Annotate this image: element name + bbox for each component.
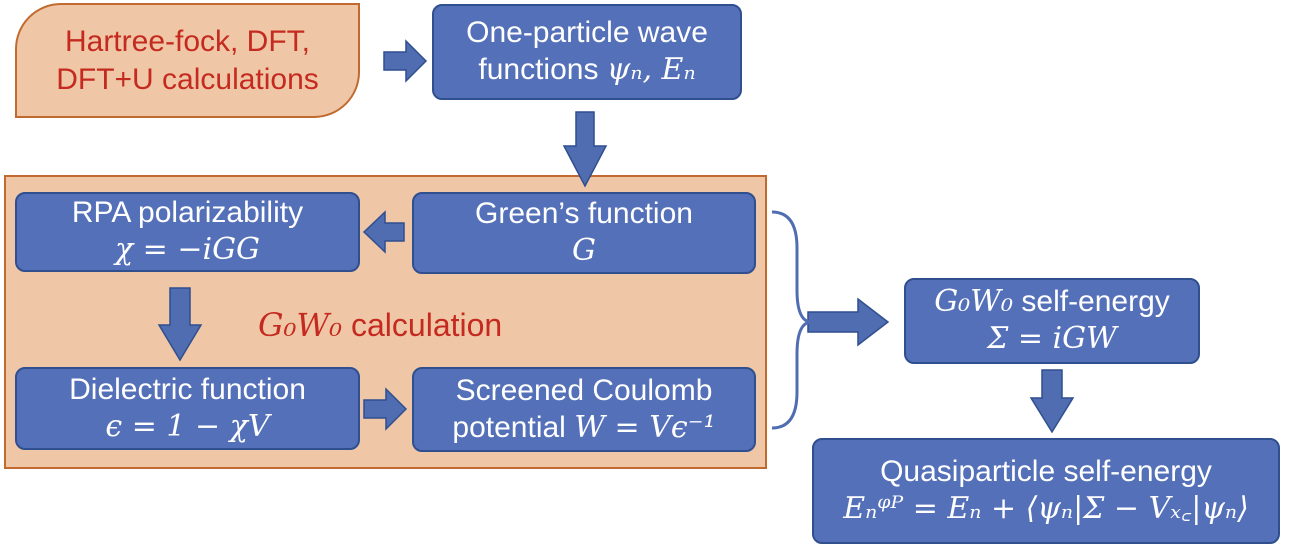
input-line-2: DFT+U calculations [56,62,319,96]
dielectric-math: ϵ = 1 − χV [105,408,270,444]
g0w0-label-text: calculation [342,307,503,343]
self-energy-math: Σ = iGW [987,321,1117,356]
one-particle-line-2: functions ψₙ, Eₙ [478,52,695,89]
quasiparticle-box: Quasiparticle self-energy Eₙᵠᴾ = Eₙ + ⟨ψ… [812,438,1280,544]
arrow-brace-to-self-energy [807,297,890,347]
one-particle-box: One-particle wave functions ψₙ, Eₙ [432,4,742,100]
g0w0-label-math: G₀W₀ [258,306,343,344]
one-particle-line-2-text: functions [478,53,607,86]
rpa-polarizability-box: RPA polarizability χ = −iGG [15,192,360,272]
screened-math: W = Vϵ⁻¹ [574,409,716,445]
dielectric-line-1: Dielectric function [69,372,306,406]
greens-function-box: Green’s function G [412,192,756,274]
quasiparticle-line-1: Quasiparticle self-energy [880,455,1212,489]
rpa-math: χ = −iGG [114,232,261,267]
self-energy-line-1-text: self-energy [1013,285,1170,319]
arrow-self-energy-to-quasiparticle [1029,369,1075,434]
dielectric-function-box: Dielectric function ϵ = 1 − χV [15,367,360,450]
screened-line-1: Screened Coulomb [455,373,713,407]
screened-line-2-text: potential [452,410,575,444]
input-line-1: Hartree-fock, DFT, [64,25,311,58]
input-methods-box: Hartree-fock, DFT, DFT+U calculations [15,3,360,118]
g0w0-calculation-label: G₀W₀ calculation [258,306,502,344]
greens-line-1: Green’s function [475,197,693,231]
self-energy-line-1-math: G₀W₀ [934,284,1014,320]
one-particle-math: ψₙ, Eₙ [606,52,696,87]
arrow-input-to-one-particle [383,39,428,83]
combining-brace [771,210,811,430]
arrow-dielectric-to-screened [363,387,408,431]
greens-math: G [572,233,596,268]
quasiparticle-math: Eₙᵠᴾ = Eₙ + ⟨ψₙ|Σ − Vₓ꜀|ψₙ⟩ [843,491,1249,526]
screened-line-2: potential W = Vϵ⁻¹ [452,410,715,447]
arrow-one-particle-to-greens [562,111,608,188]
self-energy-box: G₀W₀ self-energy Σ = iGW [904,278,1200,364]
one-particle-line-1: One-particle wave [466,16,708,50]
rpa-line-1: RPA polarizability [71,196,304,230]
arrow-greens-to-rpa [362,210,405,254]
self-energy-line-1: G₀W₀ self-energy [934,284,1170,321]
screened-coulomb-box: Screened Coulomb potential W = Vϵ⁻¹ [412,367,756,452]
arrow-rpa-to-dielectric [157,287,203,362]
